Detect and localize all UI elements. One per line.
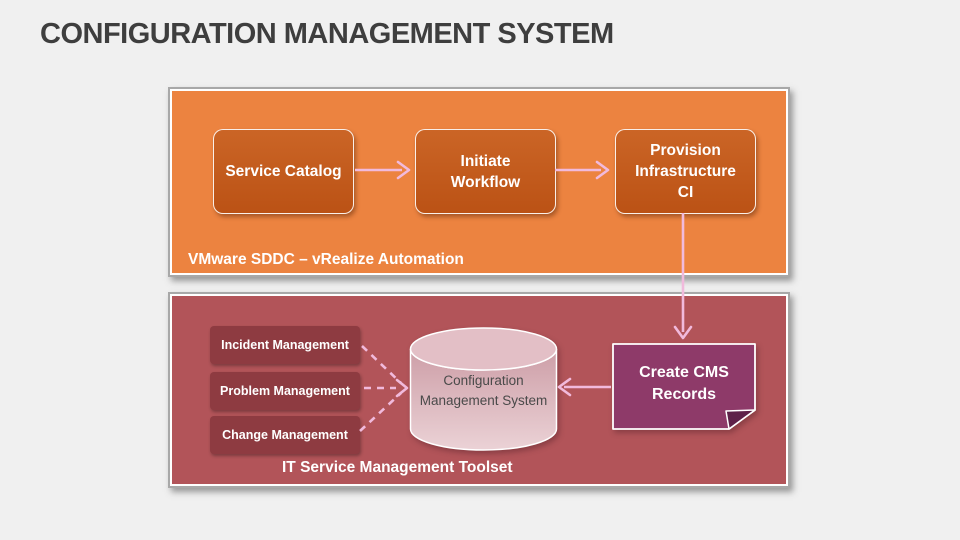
node-problem-management-label: Problem Management xyxy=(220,384,350,398)
node-create-cms-records-label: Create CMS Records xyxy=(639,364,729,403)
cms-database-label: Configuration Management System xyxy=(419,373,548,408)
node-change-management-label: Change Management xyxy=(222,428,348,442)
node-change-management: Change Management xyxy=(210,416,360,454)
node-incident-management-label: Incident Management xyxy=(221,338,349,352)
node-provision-infrastructure-ci-label: Provision Infrastructure CI xyxy=(635,142,736,201)
node-service-catalog-label: Service Catalog xyxy=(225,163,342,180)
node-incident-management: Incident Management xyxy=(210,326,360,364)
node-initiate-workflow-label: Initiate Workflow xyxy=(450,152,521,191)
vmware-panel-label: VMware SDDC – vRealize Automation xyxy=(188,251,464,268)
node-problem-management: Problem Management xyxy=(210,372,360,410)
page-title: CONFIGURATION MANAGEMENT SYSTEM xyxy=(40,18,614,50)
node-initiate-workflow: Initiate Workflow xyxy=(415,129,556,214)
node-provision-infrastructure-ci: Provision Infrastructure CI xyxy=(615,129,756,214)
vmware-sddc-panel: Service Catalog Initiate Workflow Provis… xyxy=(168,87,790,277)
itsm-panel-label: IT Service Management Toolset xyxy=(282,459,513,476)
node-service-catalog: Service Catalog xyxy=(213,129,354,214)
